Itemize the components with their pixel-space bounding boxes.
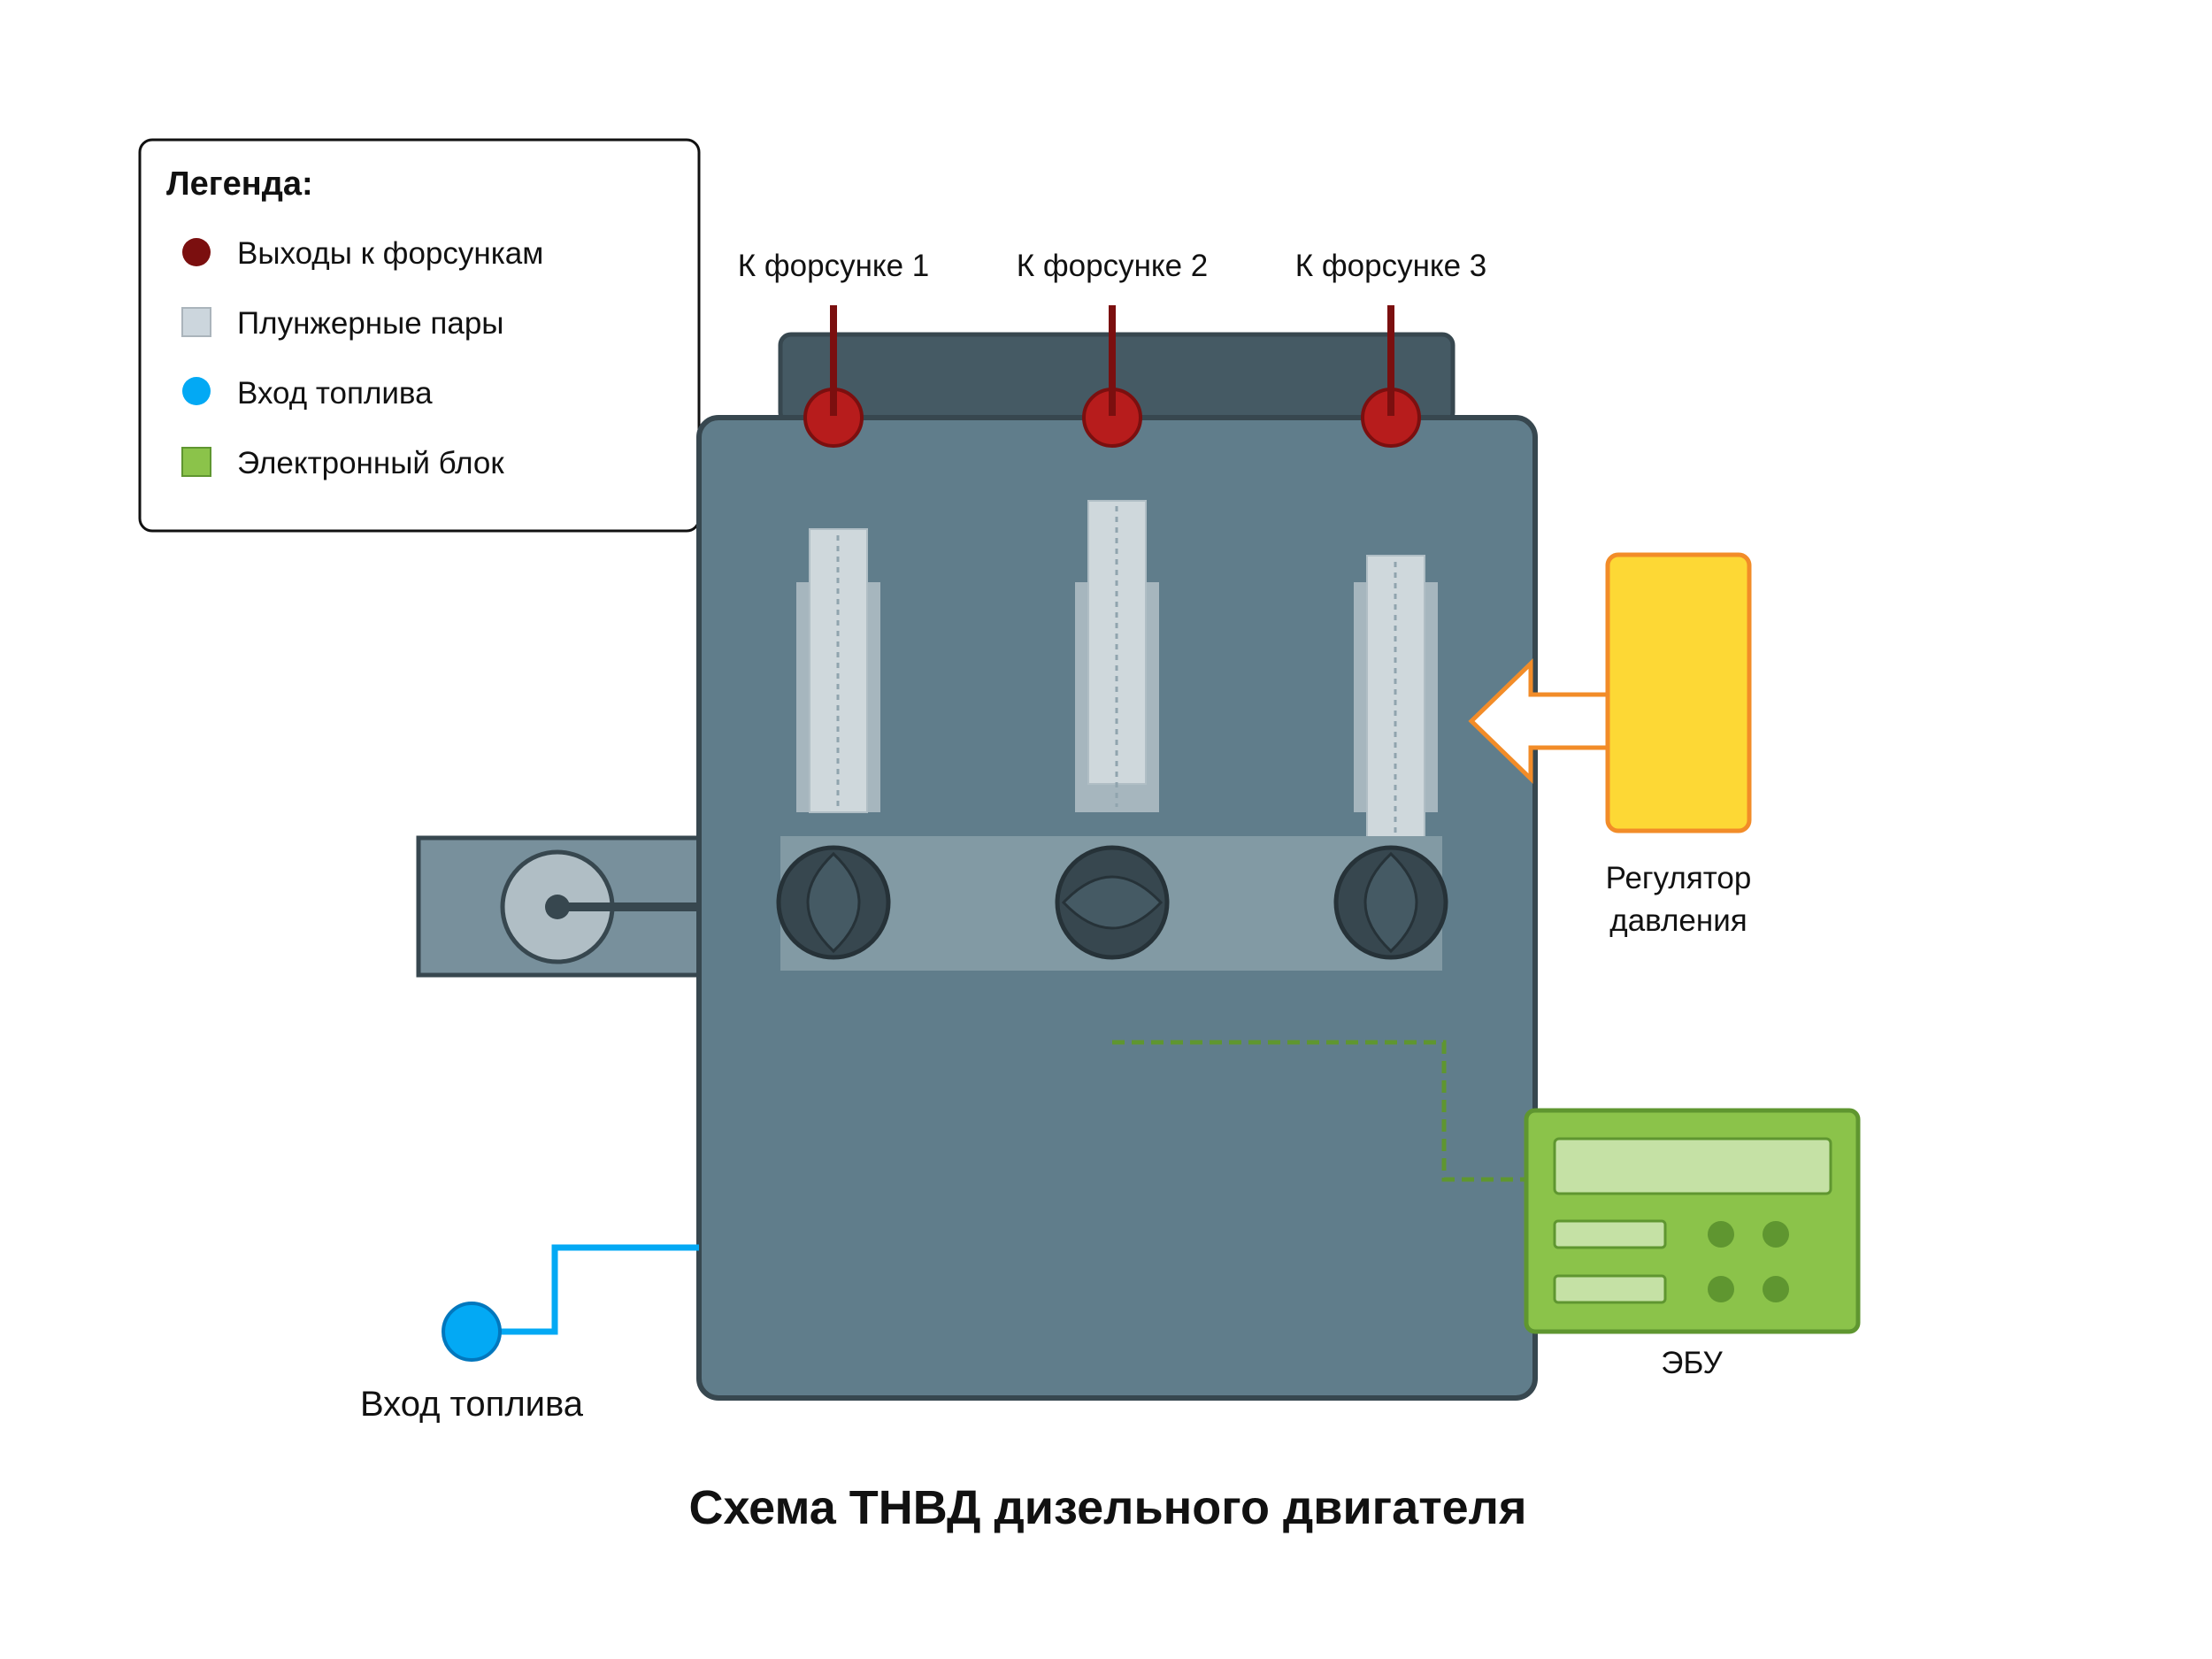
ecu-signal-line (1112, 1040, 1526, 1182)
regulator-arrow (1468, 658, 1613, 784)
ecu-slot-2 (1553, 1274, 1667, 1304)
plunger-2 (1087, 500, 1147, 785)
outlet-label-1: К форсунке 1 (738, 249, 930, 283)
drive-shaft (416, 835, 704, 978)
fuel-inlet-label: Вход топлива (360, 1385, 584, 1424)
legend-item-outlets: Выходы к форсункам (237, 236, 543, 271)
legend-ecu-marker (181, 447, 211, 477)
legend-plunger-marker (181, 307, 211, 337)
plunger-3 (1366, 555, 1425, 840)
legend-item-plungers: Плунжерные пары (237, 306, 503, 341)
ecu-display (1553, 1137, 1832, 1195)
legend-fuel-marker (182, 377, 211, 405)
ecu-slot-1 (1553, 1219, 1667, 1249)
ecu-indicator-4 (1763, 1276, 1789, 1302)
cam-lobe-1 (806, 851, 861, 954)
regulator-label-line-2: давления (1609, 903, 1747, 938)
ecu-indicator-1 (1708, 1221, 1734, 1248)
ecu-label: ЭБУ (1661, 1346, 1723, 1380)
pressure-regulator: Регулятор давления (1468, 552, 1752, 938)
legend-item-fuel: Вход топлива (237, 376, 433, 411)
plunger-pairs (796, 500, 1438, 840)
legend-item-ecu: Электронный блок (237, 446, 504, 480)
legend-outlet-marker (182, 238, 211, 266)
fuel-inlet: Вход топлива (360, 1244, 699, 1424)
regulator-label-line-1: Регулятор (1606, 861, 1752, 895)
legend-heading: Легенда: (166, 165, 313, 203)
drive-pulley-hub (545, 895, 570, 919)
plunger-1 (809, 528, 868, 813)
ecu-indicator-2 (1763, 1221, 1789, 1248)
cam-lobe-2 (1061, 875, 1164, 930)
regulator-body (1605, 552, 1752, 833)
outlet-label-2: К форсунке 2 (1017, 249, 1209, 283)
injector-outlets: К форсунке 1 К форсунке 2 К форсунке 3 (738, 249, 1487, 448)
fuel-inlet-port (442, 1302, 502, 1362)
diagram-title: Схема ТНВД дизельного двигателя (688, 1481, 1526, 1534)
fuel-line (500, 1244, 699, 1335)
legend: Легенда: Выходы к форсункам Плунжерные п… (138, 138, 701, 533)
cam-lobe-3 (1363, 851, 1418, 954)
legend-frame (138, 138, 701, 533)
ecu-indicator-3 (1708, 1276, 1734, 1302)
ecu: ЭБУ (1112, 1040, 1861, 1380)
outlet-label-3: К форсунке 3 (1295, 249, 1487, 283)
camshaft (776, 836, 1448, 971)
